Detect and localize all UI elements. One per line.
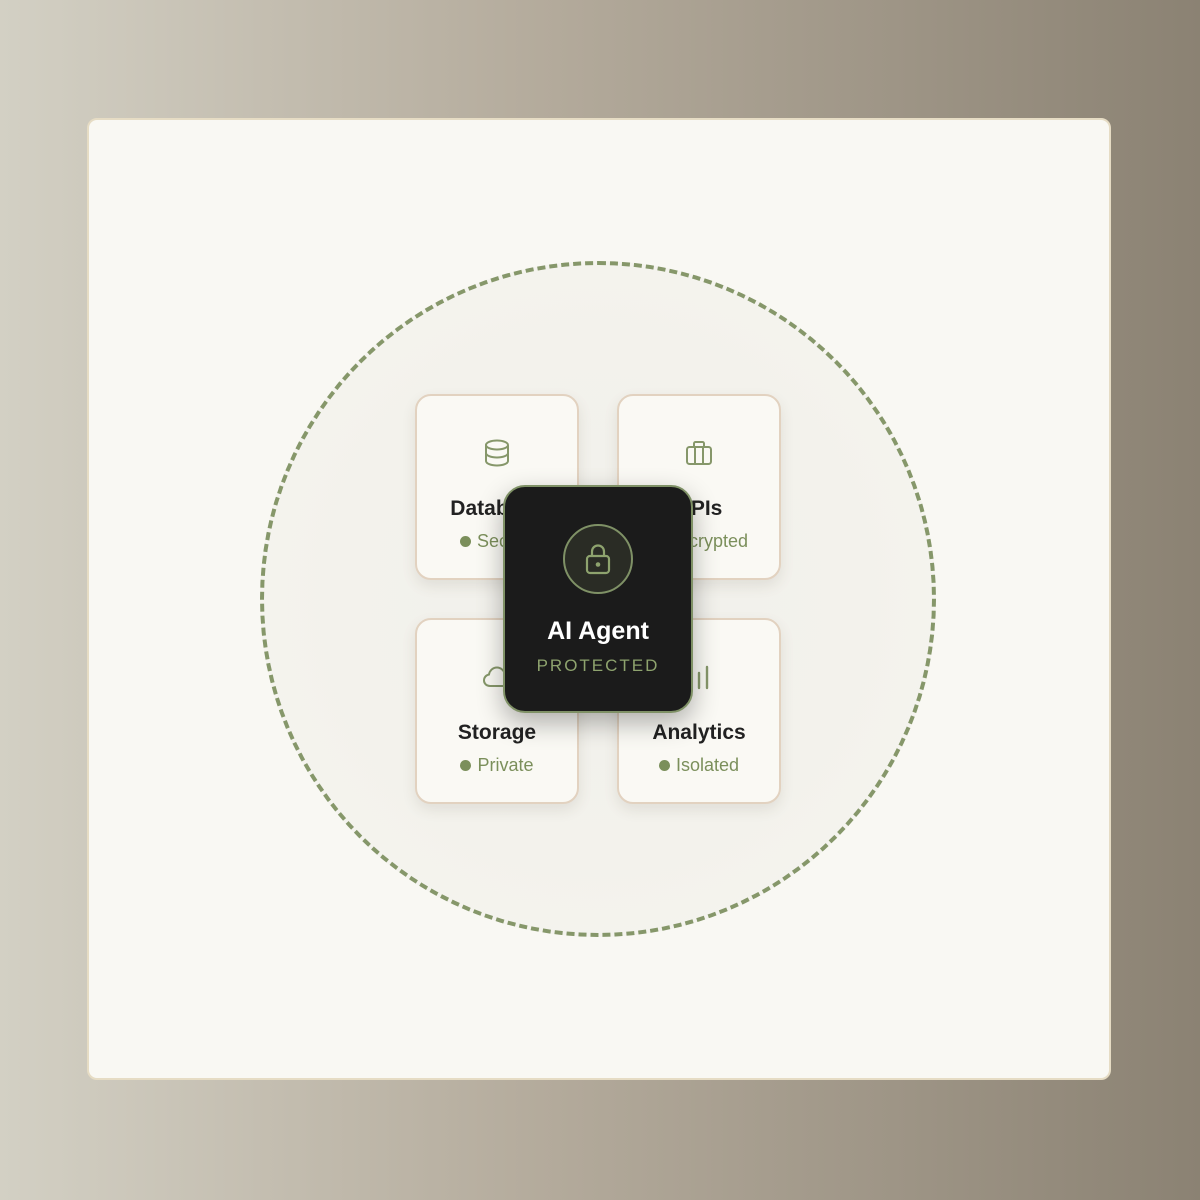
database-icon — [485, 439, 509, 467]
resource-status-label: Private — [477, 755, 534, 775]
status-dot — [459, 536, 471, 547]
status-dot — [658, 760, 670, 771]
briefcase-icon — [686, 441, 712, 465]
resource-title: Analytics — [652, 721, 746, 744]
agent-title: AI Agent — [547, 617, 649, 645]
resource-status-label: Isolated — [675, 755, 740, 775]
status-dot — [460, 760, 472, 771]
lock-icon — [585, 544, 611, 575]
resource-status: Isolated — [619, 755, 779, 776]
resource-title: Storage — [457, 721, 537, 744]
ai-agent-card: AI Agent PROTECTED — [503, 485, 693, 713]
resource-status: Private — [417, 755, 577, 776]
agent-status: PROTECTED — [536, 656, 660, 675]
lock-badge — [563, 524, 633, 594]
